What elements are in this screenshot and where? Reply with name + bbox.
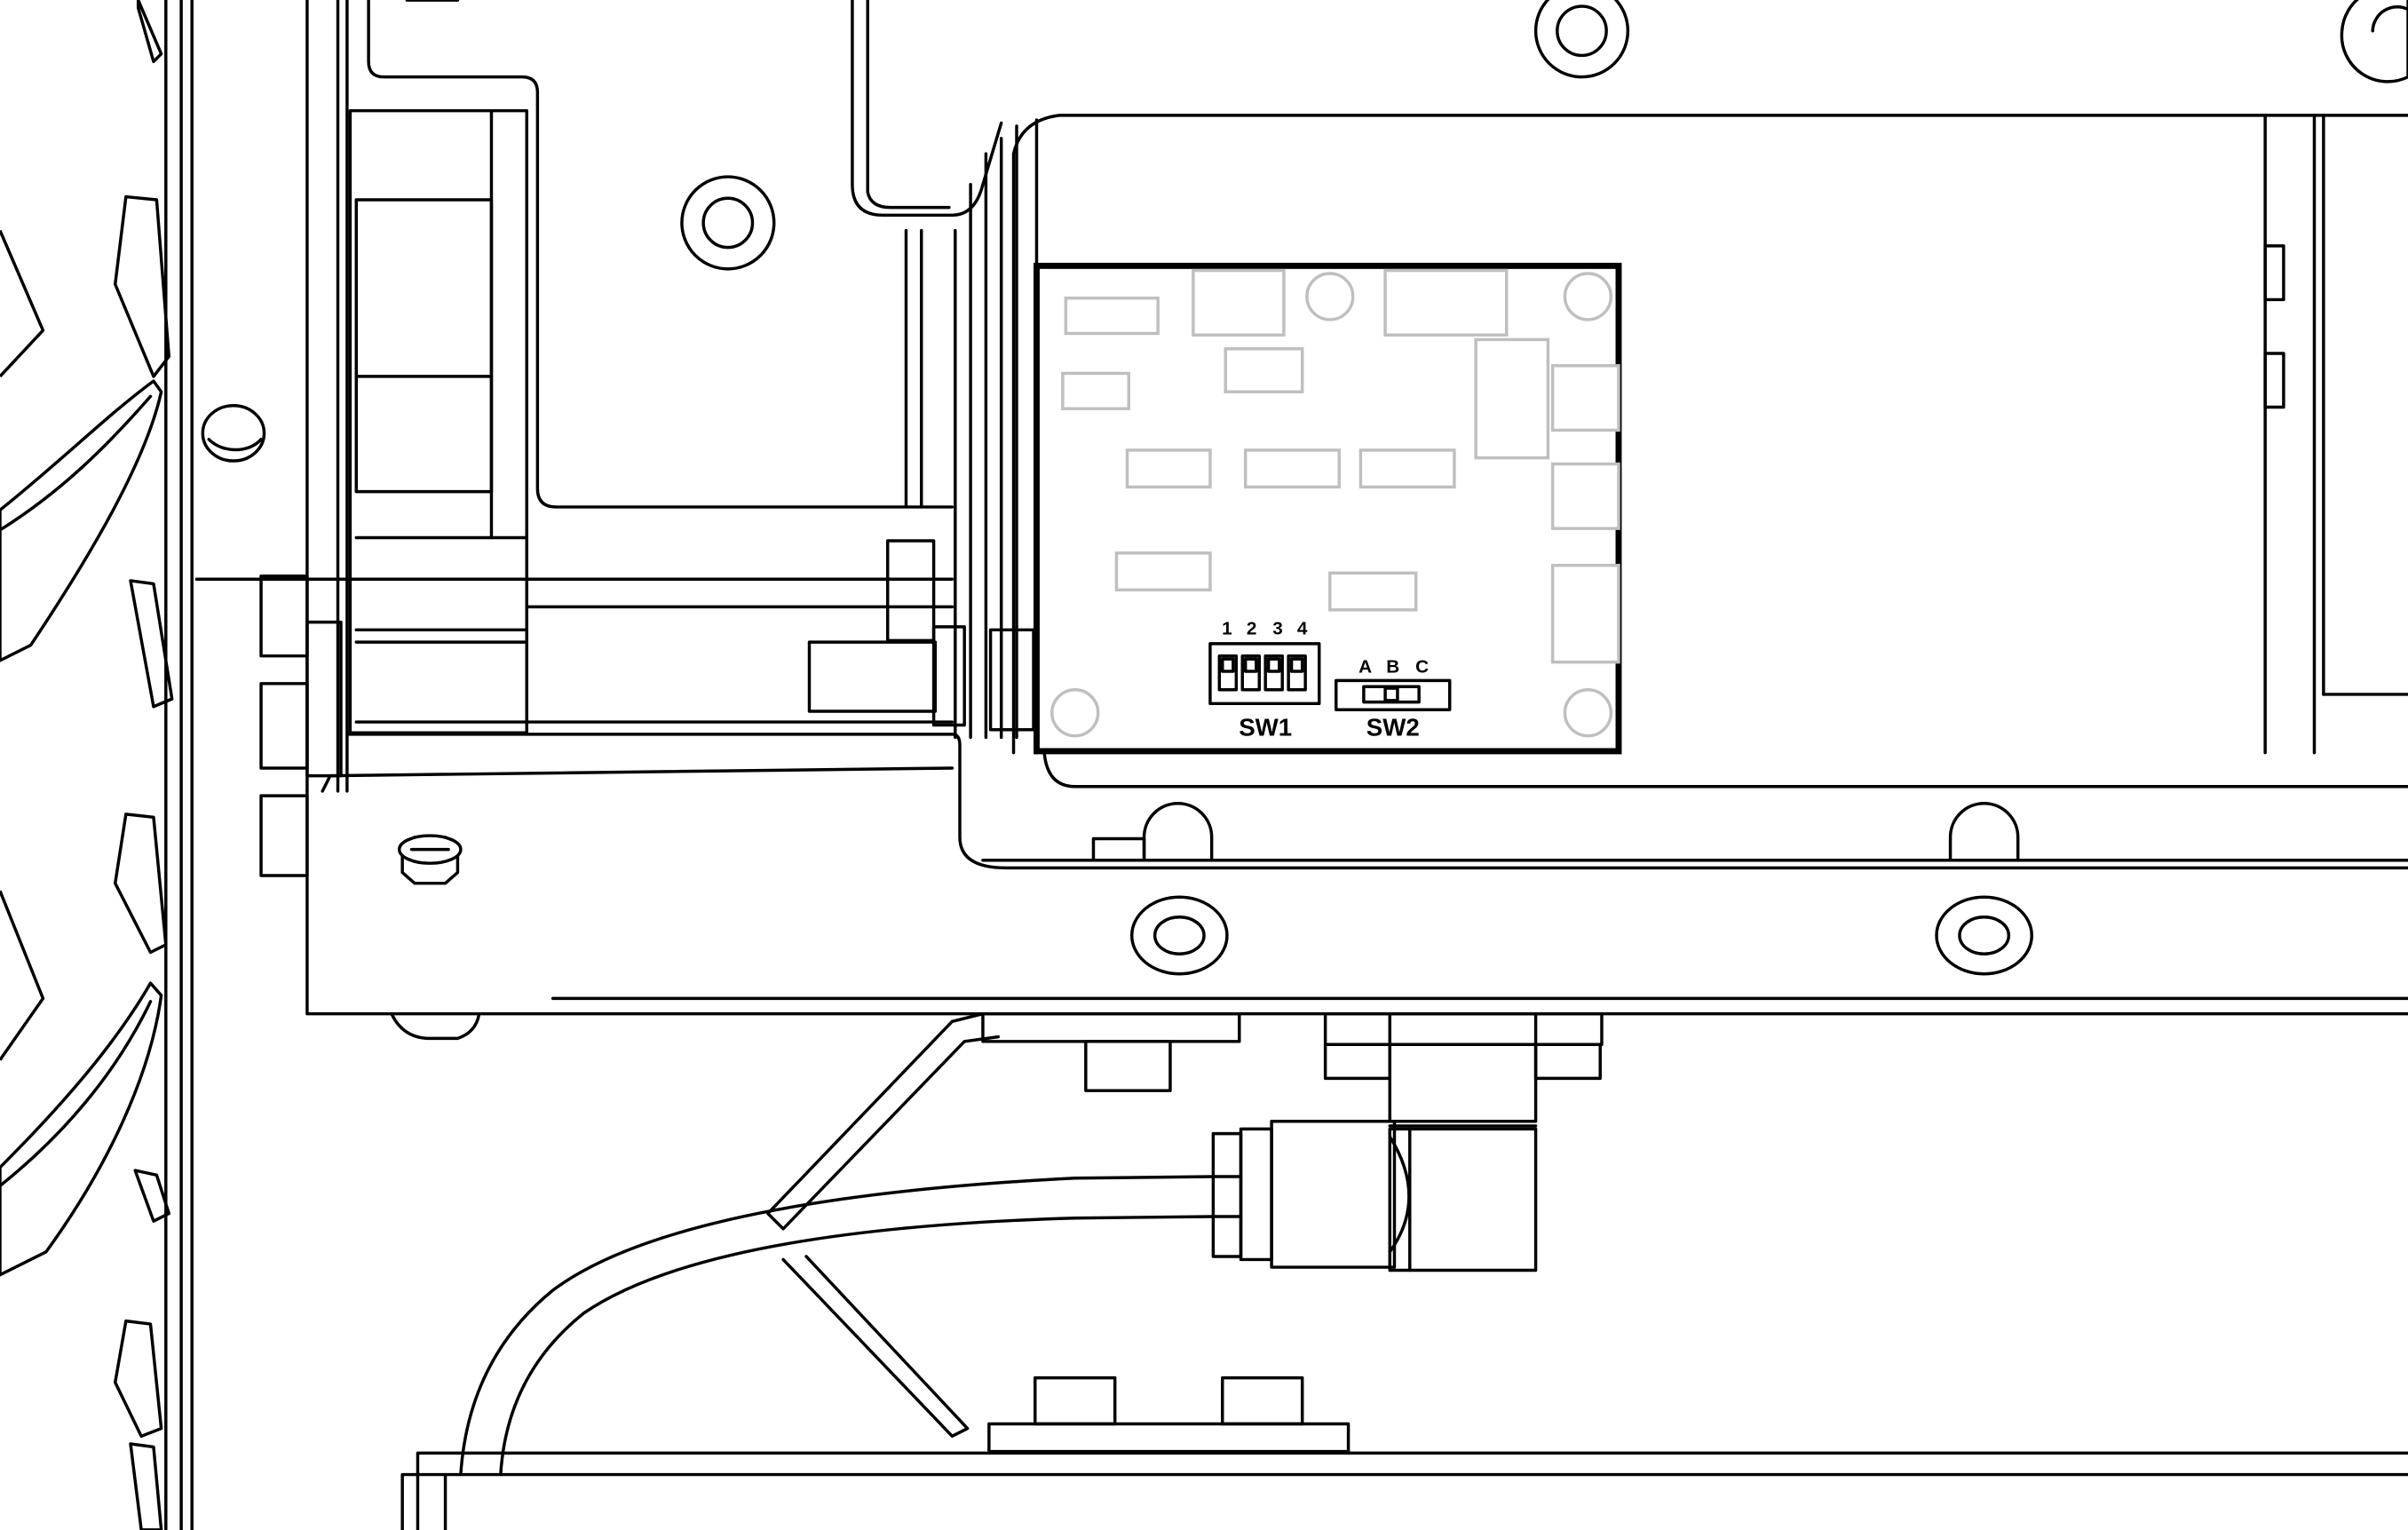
sensor-block (1211, 1011, 1604, 1272)
sw1-label: SW1 (1239, 714, 1292, 741)
side-rails (164, 0, 349, 1530)
bracket-lower (766, 1011, 1351, 1454)
mounting-hole-left (201, 404, 266, 463)
sw1-position-2: 2 (1247, 618, 1257, 638)
sw2-position-b: B (1386, 657, 1399, 678)
sw1-position-4: 4 (1297, 618, 1308, 638)
fan-blades (0, 0, 174, 1530)
controller-enclosure (1011, 114, 2408, 789)
plate-washers (1129, 895, 2033, 976)
fan-motor (194, 108, 954, 734)
top-housing (367, 0, 2408, 509)
connector-plug (807, 124, 1035, 740)
bottom-bracket (400, 1451, 2408, 1530)
sw2-label: SW2 (1366, 714, 1420, 741)
cable (459, 1175, 1216, 1477)
sw2-position-a: A (1358, 657, 1372, 678)
sw1-position-1: 1 (1222, 618, 1232, 638)
sw1-dip-switch: 1 2 3 4 SW1 (1208, 618, 1321, 741)
chassis-plate (305, 720, 2408, 1041)
sw1-position-3: 3 (1272, 618, 1283, 638)
hex-screw (397, 834, 463, 885)
sw2-slide-switch: A B C SW2 (1335, 657, 1452, 741)
sw2-position-c: C (1415, 657, 1429, 678)
sw1-toggles (1217, 654, 1307, 692)
circuit-board (1034, 262, 1622, 755)
bracket-tabs (259, 575, 343, 877)
